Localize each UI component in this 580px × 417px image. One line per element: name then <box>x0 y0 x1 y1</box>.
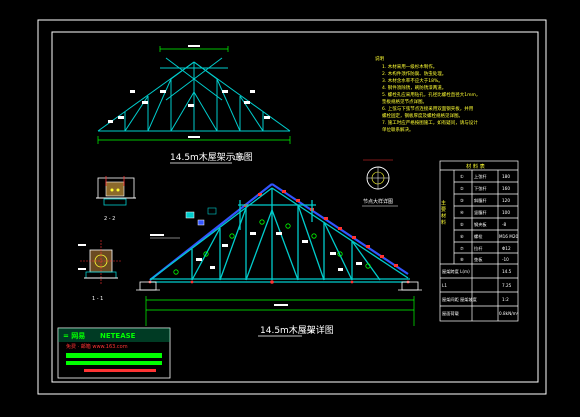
note-line: 螺栓固定，钢板厚度及螺栓规格见详图。 <box>382 112 463 119</box>
netease-logo-block: = 网易 NETEASE 免费 · 邮箱 www.163.com <box>57 327 171 379</box>
note-line: 7. 施工时应严格按图施工，如有疑问，请与设计 <box>382 119 478 126</box>
logo-netease-en: NETEASE <box>100 332 136 340</box>
note-line: 4. 钢件须除锈，刷防锈漆两道。 <box>382 84 446 91</box>
table-cell-name: 斜腹杆 <box>474 197 487 204</box>
main-truss-dimensions <box>145 296 415 326</box>
inner-border <box>51 31 539 383</box>
top-truss-elevation <box>97 57 291 132</box>
section-2-2-detail <box>96 176 136 206</box>
table-cell-no: ③ <box>460 198 464 203</box>
table-cell-name: 上弦杆 <box>474 173 487 180</box>
note-line: 3. 木材含水率不应大于18%。 <box>382 77 443 84</box>
notes-block: 1. 木材采用一级杉木制作。 2. 木构件须作防腐、防虫处理。 3. 木材含水率… <box>382 63 480 133</box>
main-truss-callouts <box>150 207 217 239</box>
main-truss-caption: 14.5m木屋架详图 <box>260 324 334 336</box>
top-truss-member-labels <box>108 90 270 123</box>
section-1-1-label: 1 - 1 <box>92 296 103 302</box>
logo-tagline: 免费 · 邮箱 www.163.com <box>66 343 128 350</box>
main-truss-member-labels <box>196 232 362 271</box>
table-cell-name: 螺栓 <box>474 233 483 240</box>
note-line: 垫板规格见节点详图。 <box>382 98 427 105</box>
top-truss-dimension <box>97 46 291 144</box>
table-cell-name: 钢夹板 <box>474 221 487 228</box>
table-footer-label: 屋面荷载 <box>442 310 460 317</box>
table-cell-no: ⑤ <box>460 222 464 227</box>
node-detail-label: 节点大样详图 <box>363 198 393 205</box>
table-cell-spec: 120 <box>502 198 510 203</box>
note-line: 单位联系解决。 <box>382 126 414 133</box>
material-table <box>439 160 519 322</box>
section-1-1-detail <box>78 240 122 284</box>
table-footer-value: 1:2 <box>502 297 509 302</box>
material-table-side-label: 主 要 材 料 <box>440 199 446 226</box>
notes-title: 说明 <box>375 55 384 62</box>
material-table-rows: ① 上弦杆 180 ② 下弦杆 160 ③ 斜腹杆 120 ④ 竖腹杆 100 … <box>460 173 519 263</box>
table-cell-spec: -10 <box>502 257 509 262</box>
top-truss-caption: 14.5m木屋架示意图 <box>170 151 253 163</box>
main-truss-scale: 1:50 <box>303 329 314 335</box>
material-table-footer: 屋架跨度 L(m) 14.5 L1 7.25 屋架间距 屋架坡度 1:2 屋面荷… <box>442 268 519 317</box>
table-cell-name: 垫板 <box>474 256 483 263</box>
table-cell-name: 竖腹杆 <box>474 209 487 216</box>
outer-border <box>37 19 547 395</box>
table-cell-no: ⑥ <box>460 234 464 239</box>
table-cell-spec: 100 <box>502 210 510 215</box>
table-cell-name: 下弦杆 <box>474 185 487 192</box>
table-cell-no: ① <box>460 174 464 179</box>
table-cell-no: ⑦ <box>460 246 464 251</box>
table-cell-spec: Φ12 <box>502 246 511 251</box>
table-footer-label: 屋架跨度 L(m) <box>442 268 470 275</box>
table-cell-spec: 180 <box>502 174 510 179</box>
table-cell-no: ④ <box>460 210 464 215</box>
note-line: 2. 木构件须作防腐、防虫处理。 <box>382 70 446 77</box>
table-footer-label: 屋架间距 屋架坡度 <box>442 296 478 303</box>
main-truss-dim-text <box>274 304 288 306</box>
table-cell-name: 拉杆 <box>474 245 483 252</box>
top-truss-scale: 1:50 <box>233 156 244 162</box>
main-truss-supports <box>136 281 422 291</box>
table-cell-no: ② <box>460 186 464 191</box>
logo-netease-cn: = 网易 <box>63 331 85 340</box>
top-truss-dim-text <box>188 45 200 138</box>
table-cell-spec: -8 <box>502 222 507 227</box>
main-truss-node-circles <box>173 219 371 275</box>
note-line: 1. 木材采用一级杉木制作。 <box>382 63 437 70</box>
table-footer-label: L1 <box>442 283 447 288</box>
note-line: 5. 螺栓孔应采用钻孔，孔径比螺栓直径大1mm， <box>382 91 480 98</box>
table-cell-spec: 160 <box>502 186 510 191</box>
material-table-title: 材 料 表 <box>466 162 486 170</box>
table-footer-value: 14.5 <box>502 269 512 274</box>
main-truss-frame <box>149 187 410 283</box>
table-footer-value: 7.25 <box>502 283 512 288</box>
node-detail <box>363 159 393 190</box>
table-cell-spec: M16 M20 <box>499 234 519 239</box>
note-line: 6. 上弦与下弦节点连接采用双面钢夹板，并用 <box>382 105 473 112</box>
section-2-2-label: 2 - 2 <box>104 216 115 222</box>
table-footer-value: 0.8kN/m² <box>499 311 519 316</box>
table-cell-no: ⑧ <box>460 257 464 262</box>
